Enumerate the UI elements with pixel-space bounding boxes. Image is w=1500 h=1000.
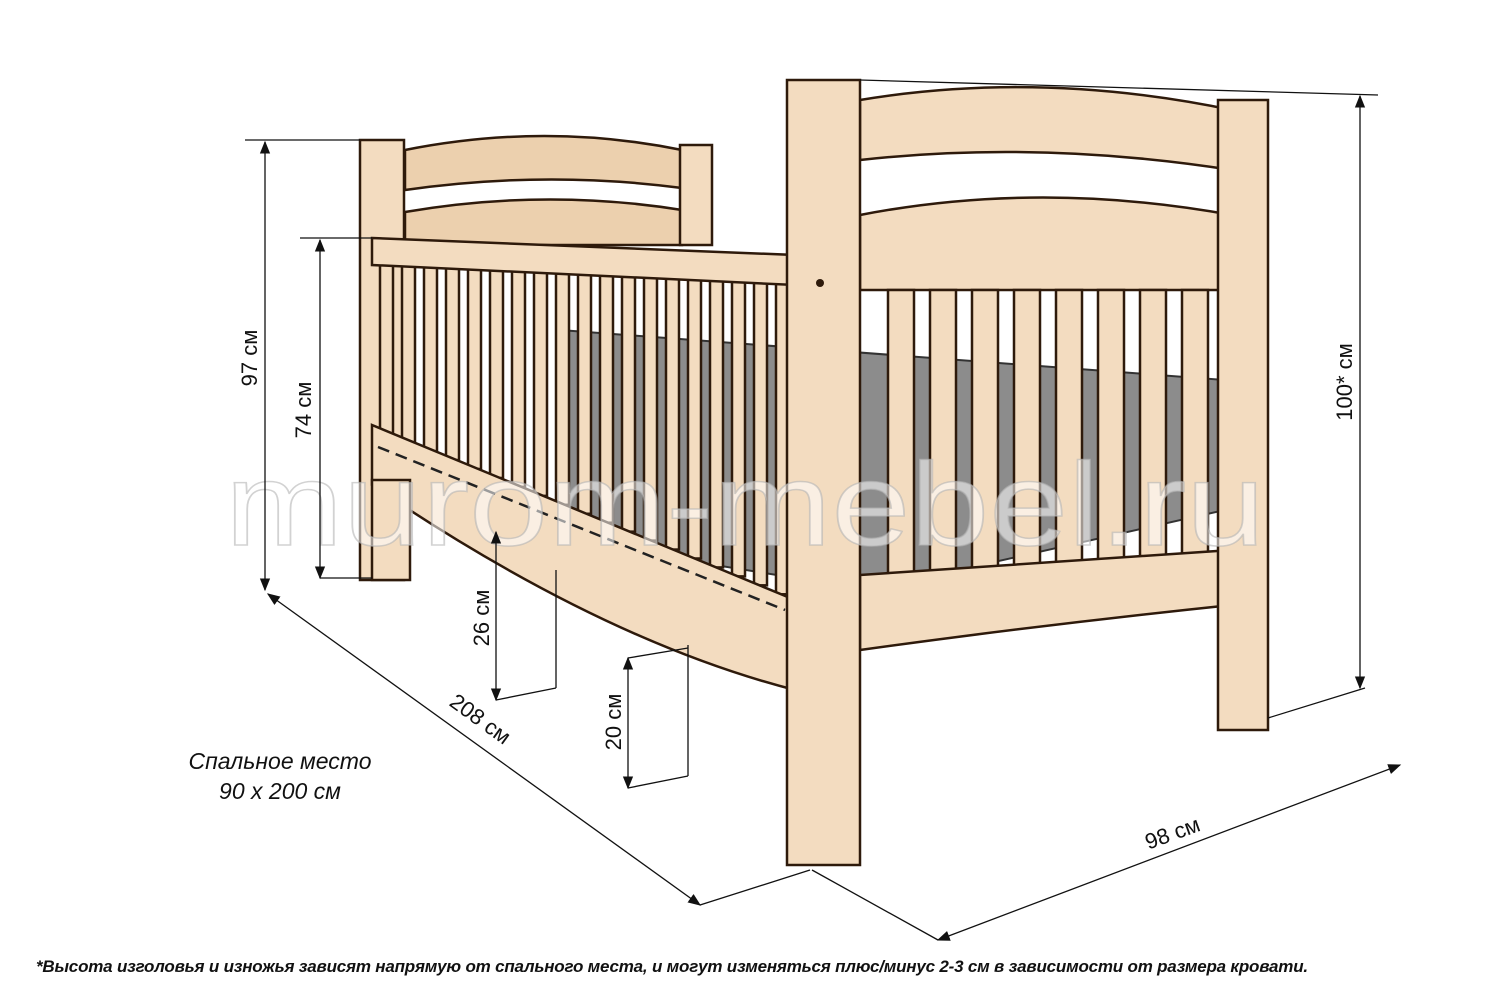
dimension-lines <box>245 79 1402 941</box>
headboard <box>858 85 1270 732</box>
side-leg <box>370 478 412 582</box>
footboard <box>358 134 714 582</box>
mattress-level-line <box>377 445 786 612</box>
berth-title: Спальное место <box>188 748 372 774</box>
side-slat <box>422 263 439 453</box>
berth-dimensions: 90 х 200 см <box>219 778 341 804</box>
bolt-icon <box>816 279 824 287</box>
headboard-post-front <box>785 78 862 867</box>
label-width: 98 см <box>1142 812 1204 855</box>
label-footboard-height: 97 см <box>237 330 262 387</box>
headboard-slat <box>1054 288 1084 587</box>
side-slat <box>378 261 395 435</box>
headboard-slat <box>1096 288 1126 587</box>
watermark: murom-mebel.ru <box>225 439 1265 571</box>
side-slat <box>400 262 417 444</box>
headboard-bottom-rail <box>858 548 1234 652</box>
footboard-post-right <box>678 143 714 247</box>
label-side-rail-height: 74 см <box>291 382 316 439</box>
headboard-slat <box>1180 288 1210 587</box>
headboard-mid-rail <box>858 196 1234 292</box>
footboard-mid-rail <box>403 198 684 247</box>
footboard-top-rail <box>403 134 684 192</box>
label-mattress-depth: 26 см <box>469 590 494 647</box>
footnote: *Высота изголовья и изножья зависят напр… <box>36 957 1308 976</box>
headboard-top-rail <box>858 85 1234 172</box>
headboard-post-right <box>1216 98 1270 732</box>
berth-size: Спальное место 90 х 200 см <box>170 746 390 806</box>
label-headboard-height: 100* см <box>1332 343 1357 421</box>
label-floor-clearance: 20 см <box>601 694 626 751</box>
side-slat <box>444 264 461 462</box>
